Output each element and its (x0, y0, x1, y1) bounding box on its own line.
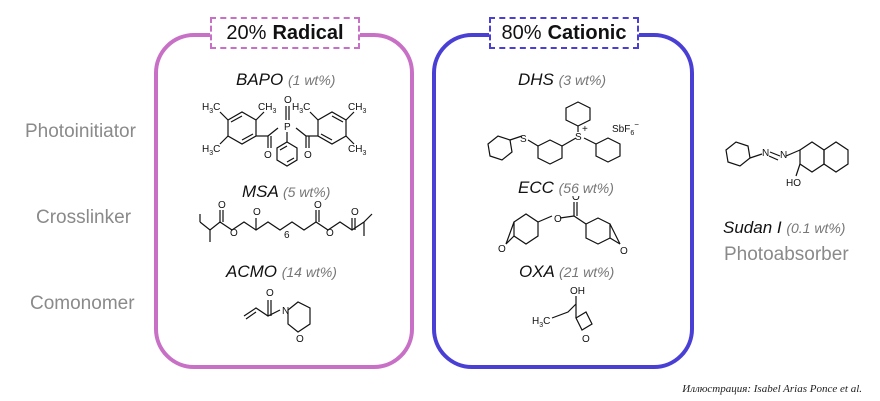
oxa-structure-drawing: H3C OH O (532, 286, 593, 345)
msa-atom-o-1: O (230, 228, 238, 239)
cationic-percent: 80% (501, 21, 542, 44)
compound-ecc: ECC (56 wt%) (518, 178, 614, 197)
acmo-atom-o-ring: O (296, 334, 304, 345)
msa-atom-o-5: O (326, 228, 334, 239)
bapo-structure-drawing: P O O O H3C CH3 H3C H3C CH3 CH3 (202, 95, 366, 167)
msa-repeat-6: 6 (284, 230, 290, 241)
dhs-counterion: SbF (612, 124, 630, 135)
ecc-atom-o-ester: O (554, 214, 562, 225)
sudan-i-atom-n2: N (780, 150, 787, 161)
bapo-atom-o-right: O (304, 150, 312, 161)
radical-label: Radical (272, 21, 344, 44)
dhs-atom-s-sulfonium: S (575, 132, 582, 143)
msa-atom-o-4: O (314, 200, 322, 211)
ecc-atom-o-carbonyl: O (572, 196, 580, 203)
cationic-header: 80% Cationic (489, 17, 639, 49)
compound-bapo: BAPO (1 wt%) (236, 70, 336, 89)
cationic-label: Cationic (547, 21, 627, 44)
svg-text:H3C: H3C (532, 316, 550, 329)
sudan-i-atom-n1: N (762, 148, 769, 159)
svg-text:CH3: CH3 (258, 102, 276, 115)
oxa-h3c: H (532, 316, 539, 327)
svg-text:H3C: H3C (202, 144, 220, 157)
radical-percent: 20% (226, 21, 267, 44)
compound-acmo: ACMO (14 wt%) (226, 262, 337, 281)
acmo-atom-n: N (282, 306, 289, 317)
radical-header: 20% Radical (210, 17, 360, 49)
compound-msa: MSA (5 wt%) (242, 182, 331, 201)
sudan-i-atom-ho: HO (786, 178, 801, 189)
svg-text:H3C: H3C (202, 102, 220, 115)
bapo-h3c-b: H (202, 144, 209, 155)
row-label-comonomer: Comonomer (30, 293, 135, 314)
dhs-structure-drawing: S S + SbF6− (487, 101, 639, 165)
svg-text:SbF6−: SbF6− (612, 120, 639, 137)
ecc-atom-o-epoxide-1: O (498, 244, 506, 255)
compound-dhs: DHS (3 wt%) (518, 70, 607, 89)
bapo-ch3-b: CH (348, 102, 362, 113)
msa-atom-o-3: O (253, 207, 261, 218)
absorber-role-label: Photoabsorber (724, 244, 849, 265)
bapo-ch3-c: CH (348, 144, 362, 155)
compound-sudan-i: Sudan I (0.1 wt%) (723, 218, 846, 237)
bapo-atom-p: P (284, 122, 291, 133)
bapo-h3c-c: H (292, 102, 299, 113)
dhs-atom-s-thio: S (520, 134, 527, 145)
image-credit: Иллюстрация: Isabel Arias Ponce et al. (682, 383, 862, 395)
compound-oxa: OXA (21 wt%) (519, 262, 615, 281)
oxa-atom-oh: OH (570, 286, 585, 297)
bapo-ch3-a: CH (258, 102, 272, 113)
acmo-atom-o-carbonyl: O (266, 288, 274, 299)
svg-text:CH3: CH3 (348, 102, 366, 115)
svg-text:H3C: H3C (292, 102, 310, 115)
row-label-photoinitiator: Photoinitiator (25, 121, 136, 142)
dhs-charge-plus: + (582, 124, 588, 135)
bapo-h3c-a: H (202, 102, 209, 113)
oxa-atom-o-ring: O (582, 334, 590, 345)
svg-text:CH3: CH3 (348, 144, 366, 157)
row-label-crosslinker: Crosslinker (36, 207, 132, 228)
ecc-atom-o-epoxide-2: O (620, 246, 628, 257)
msa-atom-o-6: O (351, 207, 359, 218)
acmo-structure-drawing: N O O (243, 288, 311, 345)
bapo-atom-o-top: O (284, 95, 292, 106)
msa-structure-drawing: O O O O O O 6 (199, 200, 373, 242)
ecc-structure-drawing: O O O O (498, 196, 628, 257)
bapo-atom-o-left: O (264, 150, 272, 161)
msa-atom-o-2: O (218, 200, 226, 211)
sudan-i-structure-drawing: N N HO (725, 141, 849, 189)
